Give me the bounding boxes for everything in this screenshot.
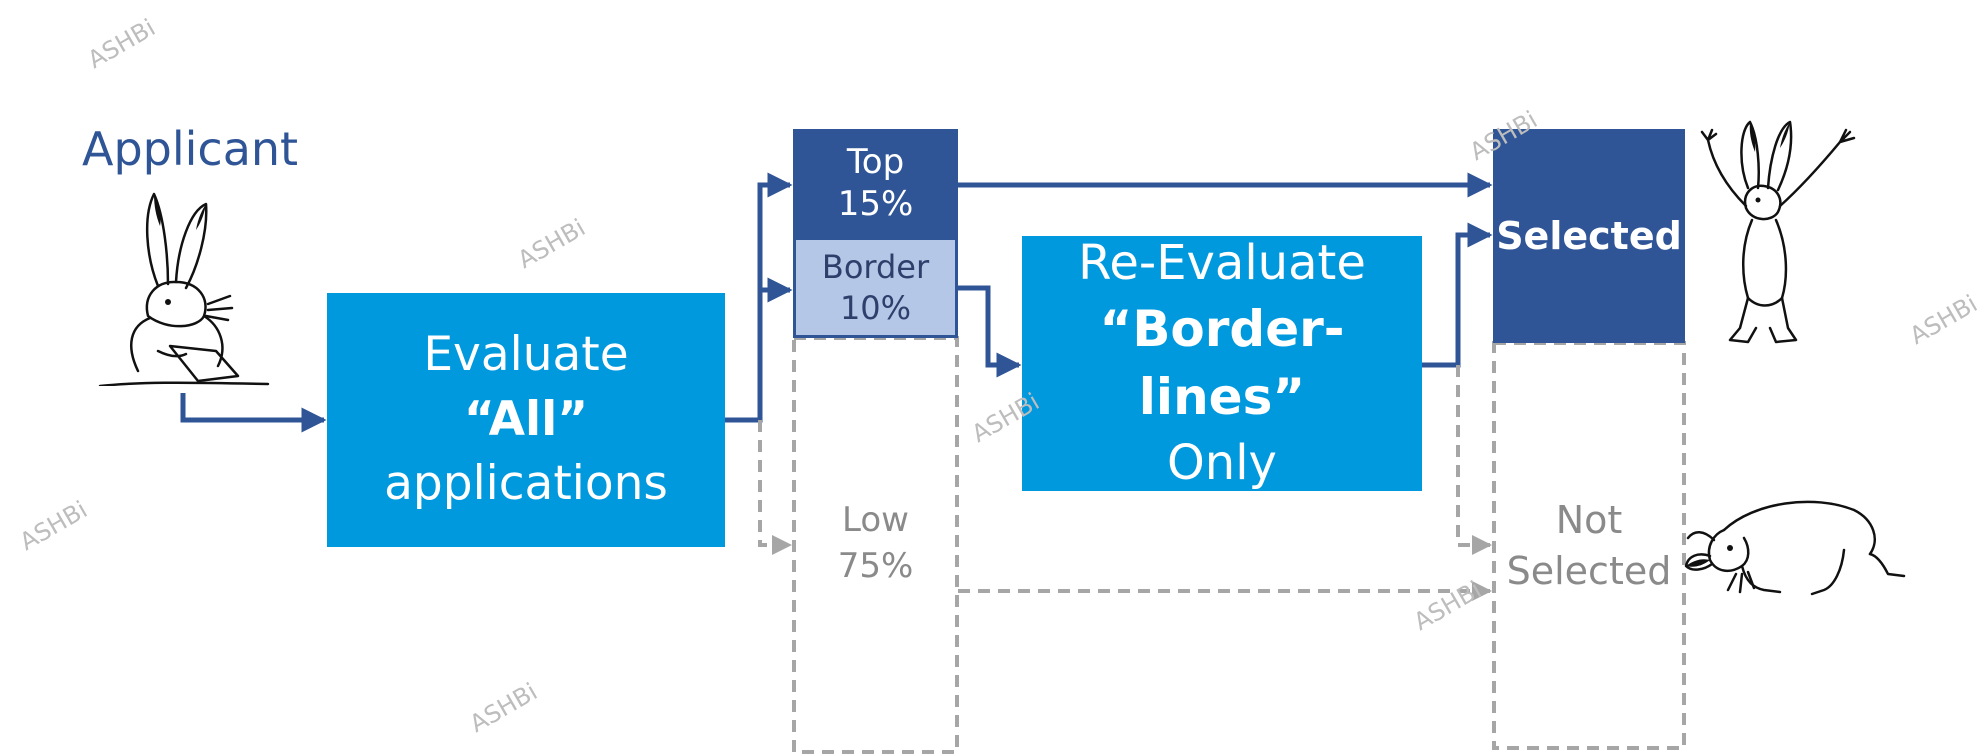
evaluate-line3: applications <box>384 456 668 512</box>
tier-top-box: Top 15% <box>793 129 958 237</box>
tier-border-percent: 10% <box>839 288 912 327</box>
not-selected-line2: Selected <box>1506 549 1672 594</box>
tier-border-box: Border 10% <box>793 237 958 338</box>
arrow-reevaluate-to-selected <box>1422 222 1493 368</box>
tier-low-percent: 75% <box>837 545 914 586</box>
arrow-reevaluate-to-not-selected <box>1456 365 1492 555</box>
arrow-evaluate-to-low <box>758 420 792 555</box>
reevaluate-line3: Only <box>1167 435 1277 491</box>
reevaluate-box: Re-Evaluate “Border-lines” Only <box>1022 235 1422 491</box>
applicant-label: Applicant <box>82 122 299 176</box>
arrow-evaluate-split <box>725 172 793 423</box>
tier-low-box: Low 75% <box>793 498 958 590</box>
tier-border-label: Border <box>821 247 930 286</box>
selected-box: Selected <box>1493 129 1685 343</box>
reevaluate-line2: “Border-lines” <box>1099 300 1345 426</box>
evaluate-all-box: Evaluate “All” applications <box>327 293 725 547</box>
rabbit-crouching-icon <box>1684 500 1906 596</box>
arrow-border-to-reevaluate <box>958 285 1022 378</box>
arrow-applicant-to-evaluate <box>180 393 327 433</box>
evaluate-line1: Evaluate <box>423 326 629 382</box>
not-selected-box: Not Selected <box>1493 495 1685 598</box>
reevaluate-line1: Re-Evaluate <box>1078 235 1366 292</box>
not-selected-line1: Not <box>1555 498 1623 542</box>
tier-low-label: Low <box>842 500 909 540</box>
rabbit-writing-icon <box>98 192 270 386</box>
low-tier-outline <box>792 336 959 754</box>
evaluate-line2: “All” <box>463 391 589 447</box>
rabbit-cheering-icon <box>1700 120 1856 344</box>
not-selected-outline <box>1492 341 1686 750</box>
tier-top-label: Top <box>846 141 905 182</box>
tier-top-percent: 15% <box>837 184 914 224</box>
